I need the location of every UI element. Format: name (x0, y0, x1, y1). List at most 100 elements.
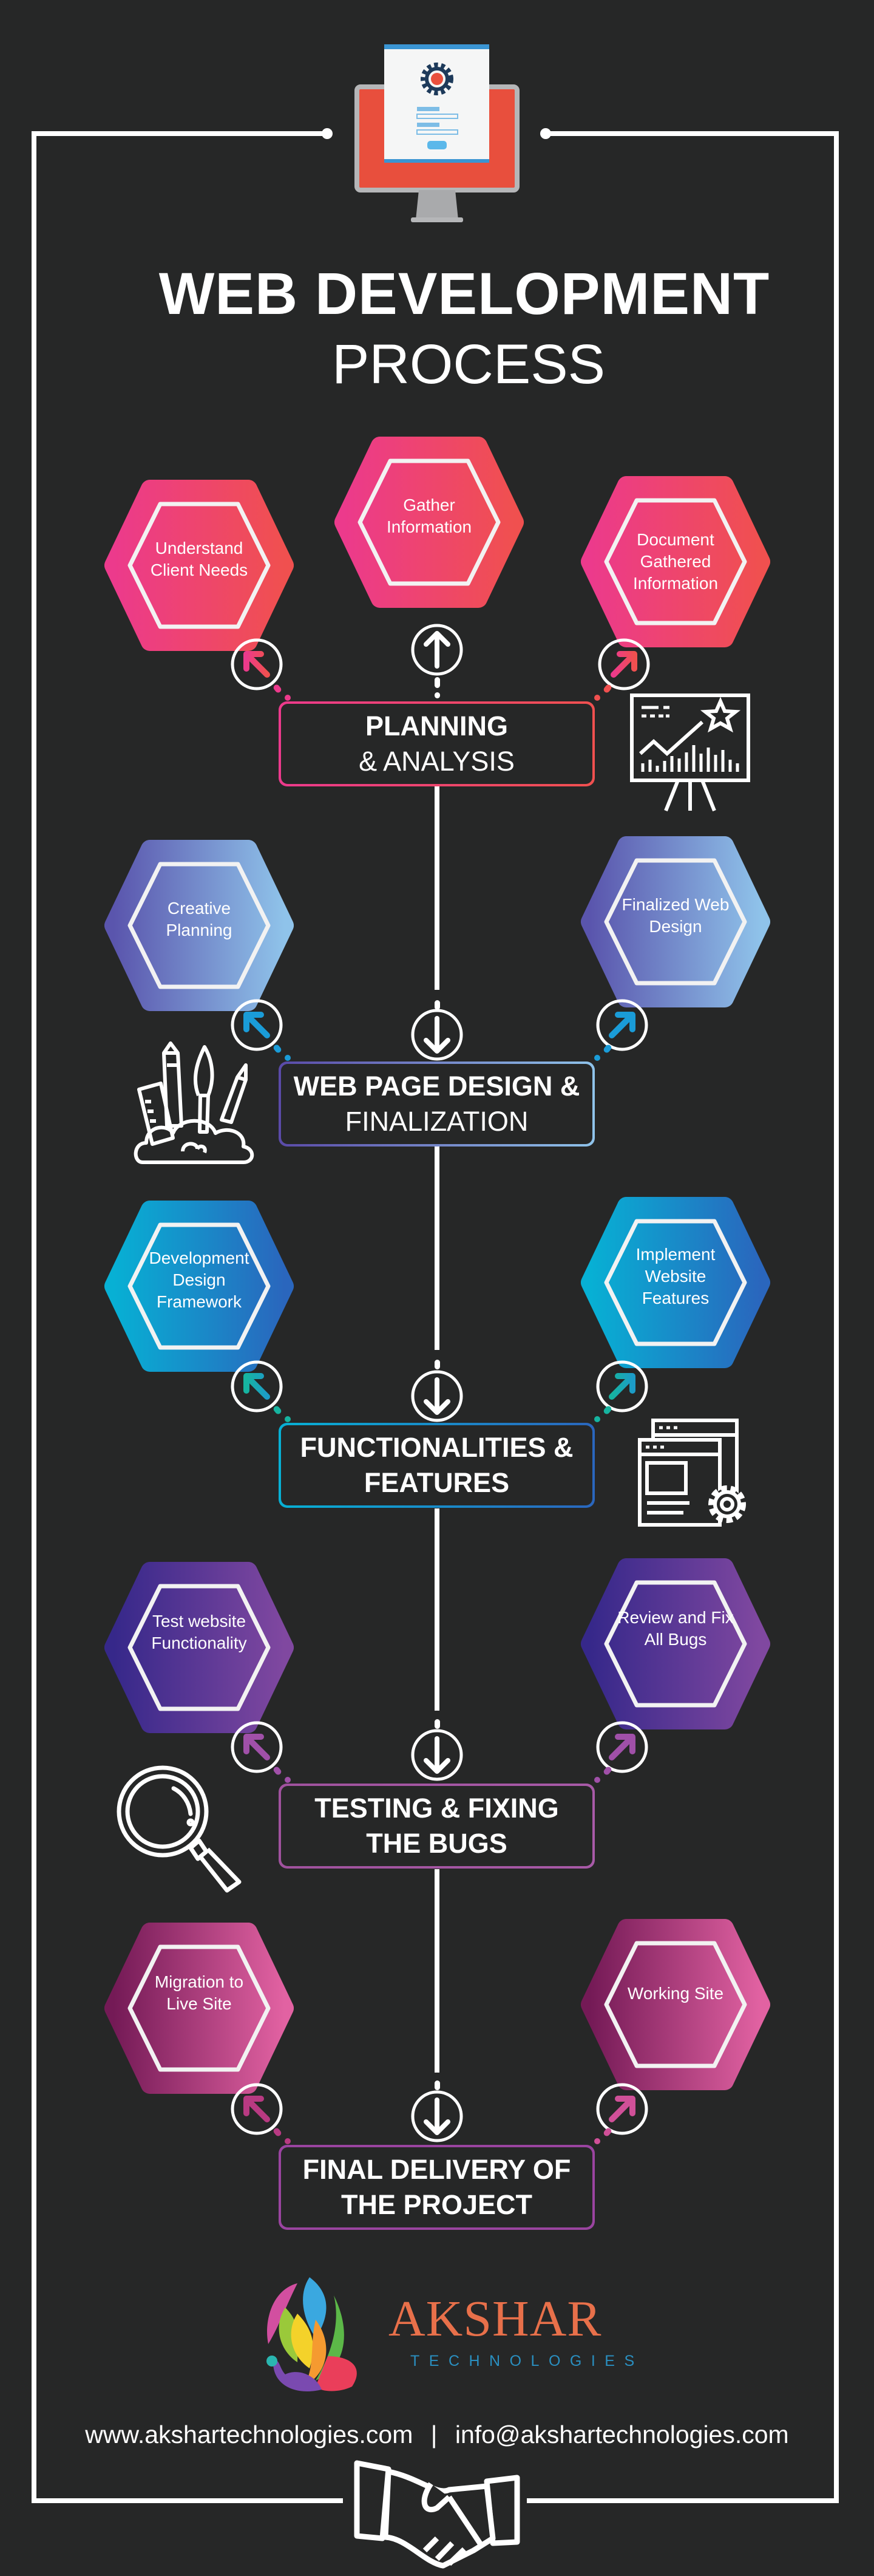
connector-line (435, 1869, 439, 2073)
arrow-up-right-icon (596, 2083, 648, 2135)
arrow-down-icon (411, 1009, 463, 1061)
connector-dot (285, 1055, 291, 1061)
step-label: Gather Information (386, 496, 472, 536)
frame-bottom-left (32, 2498, 343, 2503)
connector-dot (594, 1055, 600, 1061)
frame-left (32, 131, 36, 2503)
arrow-up-left-icon (231, 638, 283, 690)
step-test-website-functionality: Test website Functionality (104, 1562, 294, 1733)
arrow-up-right-icon (596, 999, 648, 1051)
connector-dot (435, 692, 440, 698)
arrow-up-right-icon (596, 1721, 648, 1773)
connector-dot (594, 695, 600, 701)
footer-contact: www.akshartechnologies.com | info@akshar… (0, 2421, 874, 2449)
step-migration-to-live-site: Migration to Live Site (104, 1923, 294, 2094)
connector-dot (285, 1777, 291, 1783)
step-label: Test website Functionality (151, 1612, 247, 1652)
stage-title: WEB PAGE DESIGN & (293, 1071, 580, 1102)
arrow-up-left-icon (231, 1721, 283, 1773)
stage-title: FINAL DELIVERY OF (302, 2154, 571, 2185)
stage-box-planning: PLANNING & ANALYSIS (279, 701, 595, 786)
stage-box-testing: TESTING & FIXING THE BUGS (279, 1784, 595, 1869)
arrow-up-left-icon (231, 2083, 283, 2135)
step-document-gathered-information: Document Gathered Information (581, 476, 770, 647)
frame-top-left (32, 131, 328, 136)
stage-features: Development Design Framework Implement W… (0, 1197, 874, 1527)
arrow-up-right-icon (598, 638, 650, 690)
connector-dot (285, 2138, 291, 2144)
stage-subtitle: & ANALYSIS (359, 746, 515, 777)
stage-subtitle: THE BUGS (366, 1828, 507, 1859)
connector-dot (594, 2138, 600, 2144)
stage-subtitle: FINALIZATION (345, 1106, 529, 1137)
presentation-chart-icon (630, 693, 750, 812)
connector-dot (435, 677, 440, 688)
step-label: Finalized Web Design (622, 895, 730, 936)
brand-tagline: TECHNOLOGIES (410, 2353, 644, 2370)
step-label: Development Design Framework (149, 1249, 249, 1311)
frame-top-right (545, 131, 839, 136)
stage-title: TESTING & FIXING (314, 1793, 559, 1824)
step-creative-planning: Creative Planning (104, 840, 294, 1011)
step-label: Understand Client Needs (150, 539, 248, 579)
web-settings-icon (638, 1419, 746, 1527)
stage-testing: Test website Functionality Review and Fi… (0, 1558, 874, 1893)
stage-planning: Understand Client Needs Gather Informati… (0, 437, 874, 812)
connector-dot (594, 1777, 600, 1783)
stage-box-features: FUNCTIONALITIES & FEATURES (279, 1423, 595, 1508)
arrow-down-icon (411, 2090, 463, 2142)
stage-subtitle: THE PROJECT (340, 2189, 533, 2220)
step-finalized-web-design: Finalized Web Design (581, 836, 770, 1007)
step-label: Migration to Live Site (154, 1972, 244, 2013)
arrow-down-icon (411, 1729, 463, 1781)
connector-dot (594, 1416, 600, 1422)
step-label: Document Gathered Information (632, 530, 719, 593)
title-sub: PROCESS (332, 333, 605, 395)
stage-title: FUNCTIONALITIES & (300, 1432, 574, 1463)
art-tools-icon (134, 1041, 254, 1164)
step-understand-client-needs: Understand Client Needs (104, 480, 294, 651)
step-development-design-framework: Development Design Framework (104, 1201, 294, 1372)
frame-dot-right (540, 128, 551, 139)
stage-design: Creative Planning Finalized Web Design W… (0, 836, 874, 1164)
connector-line (435, 1508, 439, 1711)
step-label: Working Site (627, 1984, 724, 2003)
connector-dot (435, 1719, 440, 1729)
frame-bottom-right (527, 2498, 839, 2503)
magnifier-icon (117, 1765, 242, 1893)
connector-dot (435, 1360, 440, 1369)
step-gather-information: Gather Information (334, 437, 524, 608)
arrow-up-left-icon (231, 999, 283, 1051)
stage-box-design: WEB PAGE DESIGN & FINALIZATION (279, 1061, 595, 1147)
connector-dot (435, 1000, 440, 1010)
email-link[interactable]: info@akshartechnologies.com (455, 2421, 789, 2448)
step-implement-website-features: Implement Website Features (581, 1197, 770, 1368)
arrow-up-icon (411, 624, 463, 676)
stage-subtitle: FEATURES (364, 1467, 510, 1498)
arrow-down-icon (411, 1370, 463, 1422)
akshar-peacock-logo (266, 2277, 357, 2391)
arrow-up-left-icon (231, 1360, 283, 1412)
website-link[interactable]: www.akshartechnologies.com (85, 2421, 413, 2448)
connector-dot (285, 695, 291, 701)
connector-dot (285, 1416, 291, 1422)
monitor-icon (354, 44, 520, 222)
connector-line (435, 1147, 439, 1350)
step-review-and-fix-all-bugs: Review and Fix All Bugs (581, 1558, 770, 1729)
arrow-up-right-icon (596, 1360, 648, 1412)
stage-box-delivery: FINAL DELIVERY OF THE PROJECT (279, 2145, 595, 2230)
frame-right (834, 131, 839, 2503)
title-main: WEB DEVELOPMENT (158, 261, 770, 327)
footer-separator: | (430, 2421, 438, 2448)
step-working-site: Working Site (581, 1919, 770, 2090)
connector-dot (435, 2080, 440, 2090)
frame-dot-left (322, 128, 333, 139)
stage-delivery: Migration to Live Site Working Site FINA… (0, 1919, 874, 2230)
brand-name: AKSHAR (388, 2291, 602, 2347)
step-label: Implement Website Features (635, 1245, 716, 1307)
stage-title: PLANNING (365, 710, 508, 741)
step-label: Review and Fix All Bugs (617, 1608, 734, 1649)
connector-line (435, 786, 439, 990)
handshake-icon (354, 2460, 520, 2569)
step-label: Creative Planning (166, 899, 232, 939)
